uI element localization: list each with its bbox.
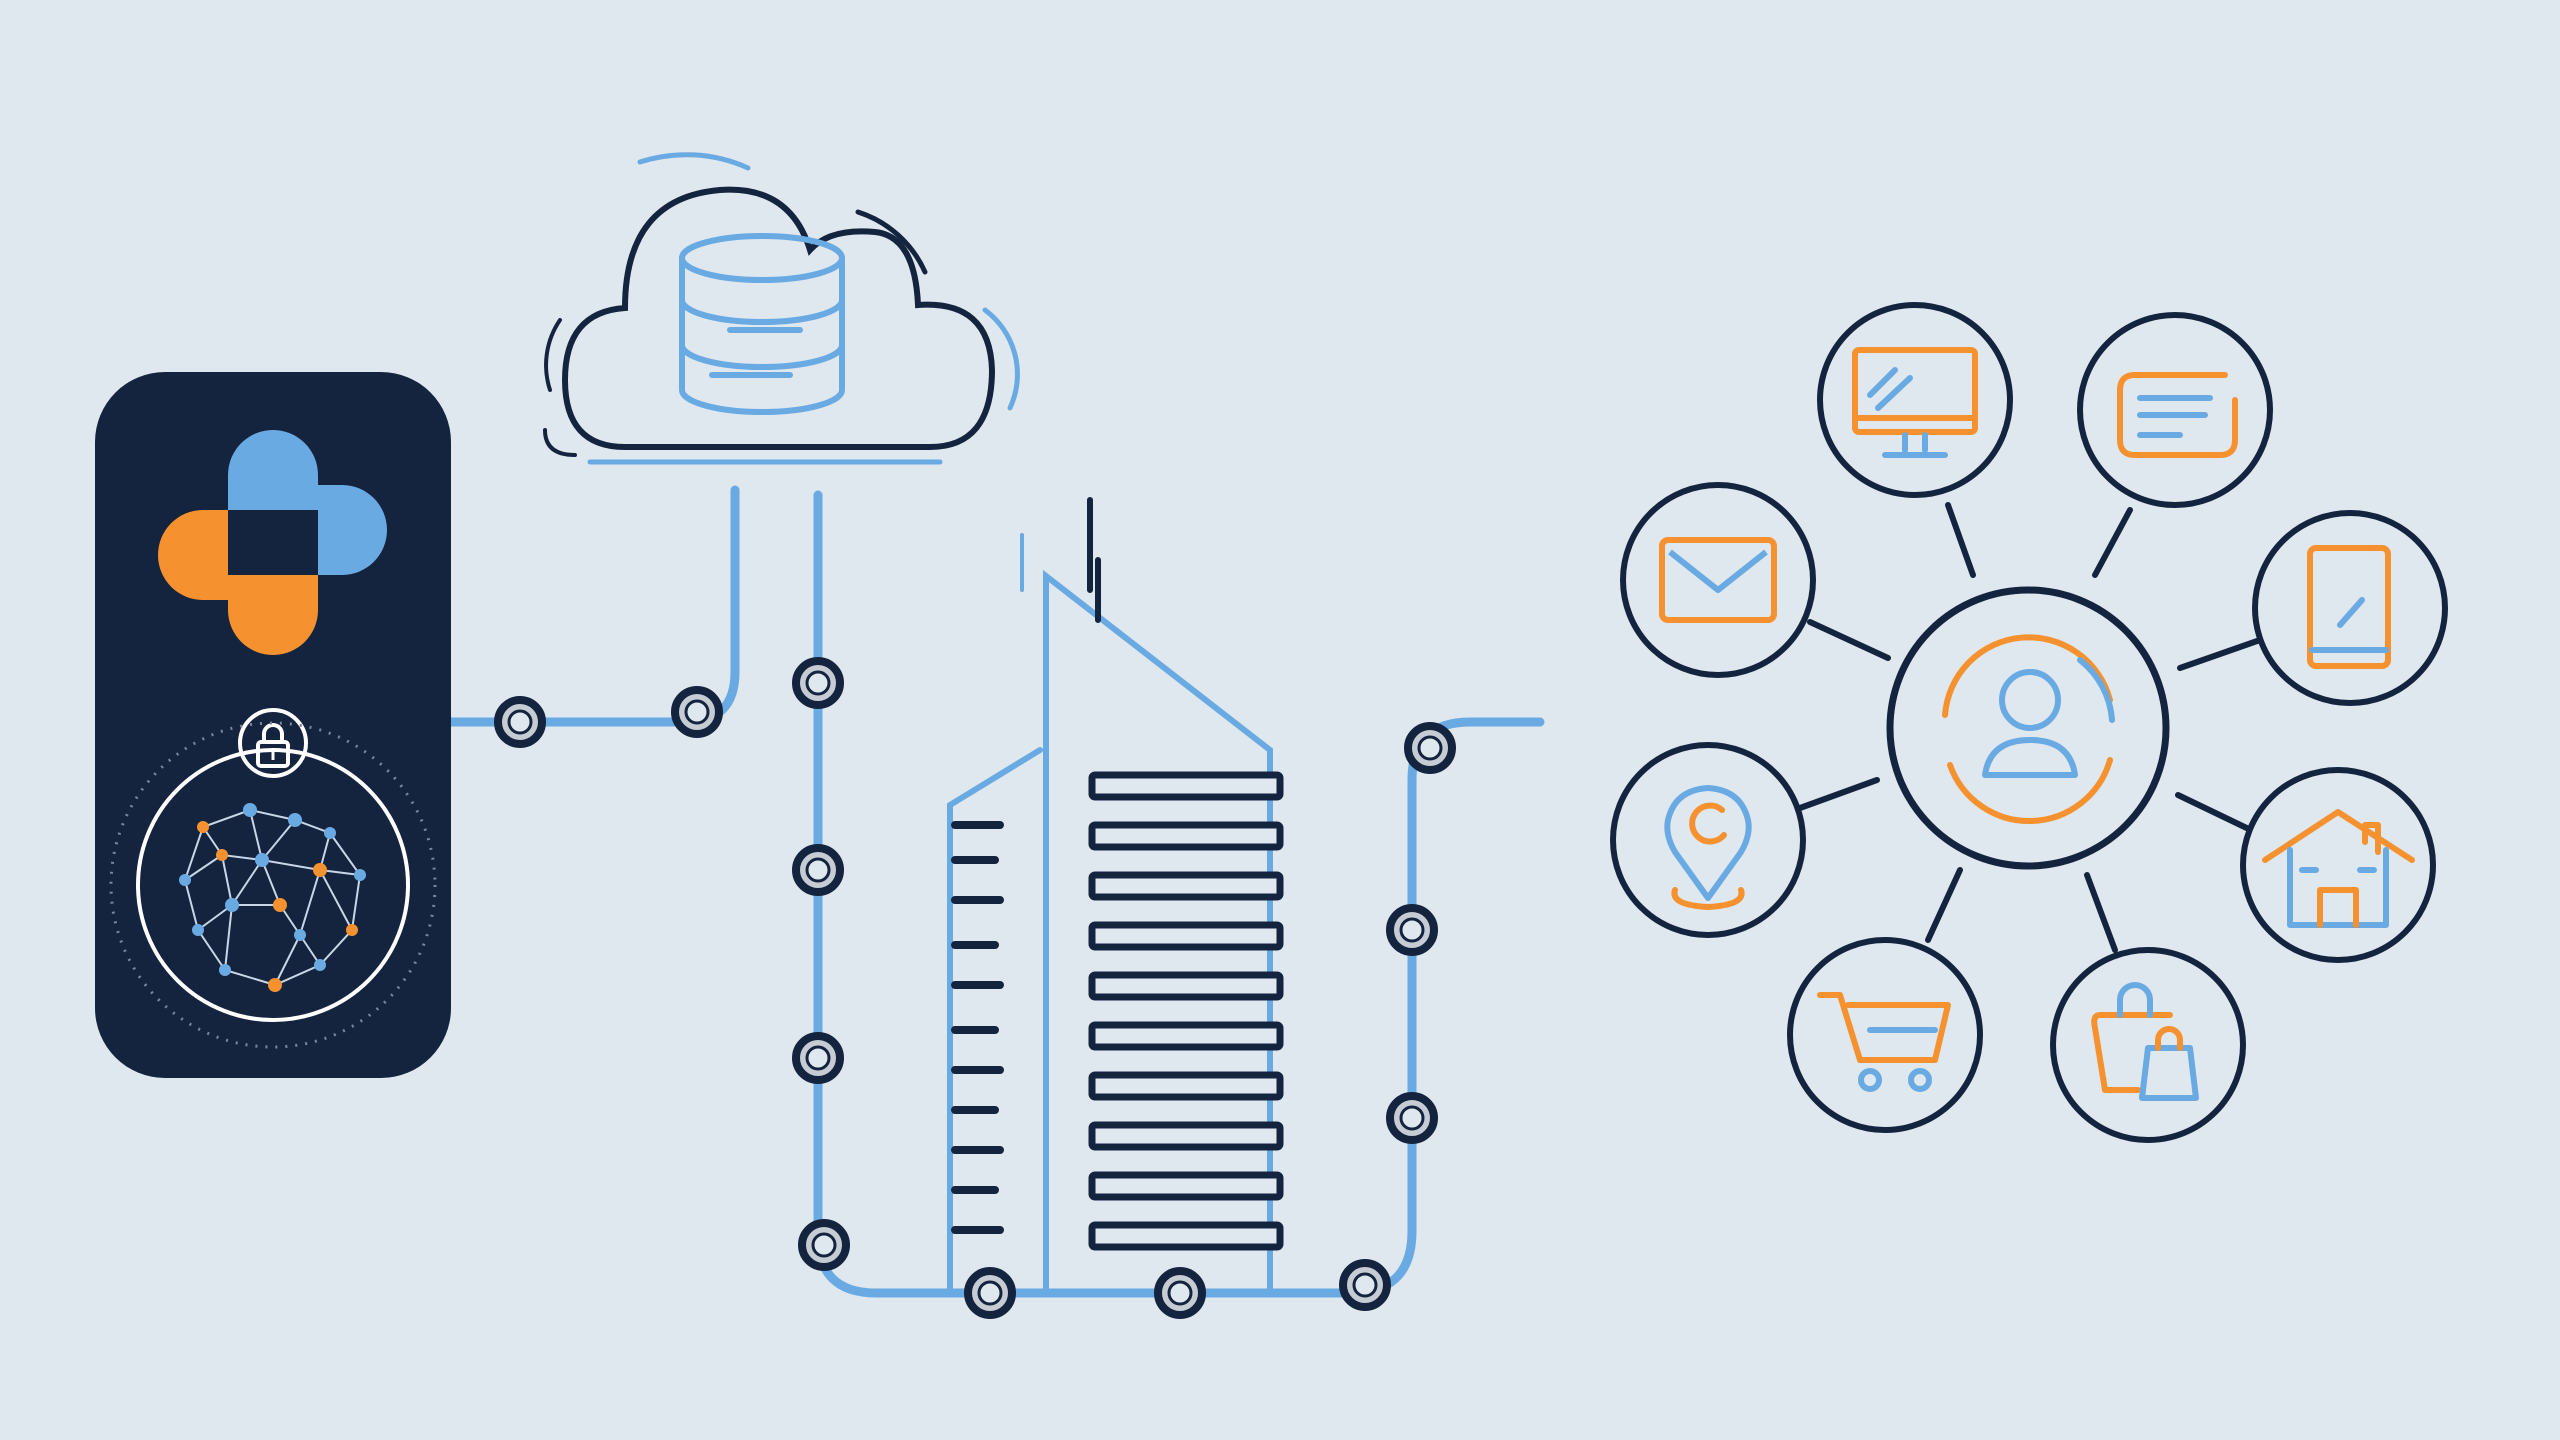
satellite-smartphone <box>2252 510 2448 706</box>
chain-link <box>802 1223 846 1267</box>
chain-link <box>1390 1096 1434 1140</box>
office-tower-icon <box>947 497 1284 1293</box>
chain-link <box>968 1271 1012 1315</box>
chain-link <box>1158 1271 1202 1315</box>
padlock-icon <box>238 708 308 778</box>
chain-link <box>796 848 840 892</box>
satellite-bags <box>2050 947 2246 1143</box>
satellite-monitor <box>1817 302 2013 498</box>
chain-link <box>1343 1263 1387 1307</box>
cross-logo-icon <box>158 430 387 655</box>
mail-icon <box>1659 537 1777 623</box>
hub-center <box>1886 586 2170 870</box>
user-icon <box>1942 634 2115 824</box>
credit-card-icon <box>2117 372 2238 458</box>
satellite-cart <box>1787 937 1983 1133</box>
chain-link <box>796 1036 840 1080</box>
chain-link <box>675 690 719 734</box>
chain-link <box>1408 726 1452 770</box>
chain-link <box>796 661 840 705</box>
left-panel <box>95 372 451 1078</box>
satellite-home <box>2240 767 2436 963</box>
chain-link <box>498 700 542 744</box>
smartphone-icon <box>2307 545 2391 669</box>
cloud-database-icon <box>543 152 1020 465</box>
hub-connectors <box>1797 502 2263 953</box>
monitor-icon <box>1852 347 1978 458</box>
home-icon <box>2262 809 2415 928</box>
network-globe-icon <box>109 721 437 1049</box>
pipelines <box>440 485 1545 1298</box>
shopping-cart-icon <box>1817 992 1951 1092</box>
satellite-credit-card <box>2077 312 2273 508</box>
satellite-mail <box>1620 482 1816 678</box>
shopping-bags-icon <box>2091 982 2199 1101</box>
chain-link <box>1390 908 1434 952</box>
location-pin-icon <box>1664 785 1752 910</box>
satellite-location <box>1610 742 1806 938</box>
